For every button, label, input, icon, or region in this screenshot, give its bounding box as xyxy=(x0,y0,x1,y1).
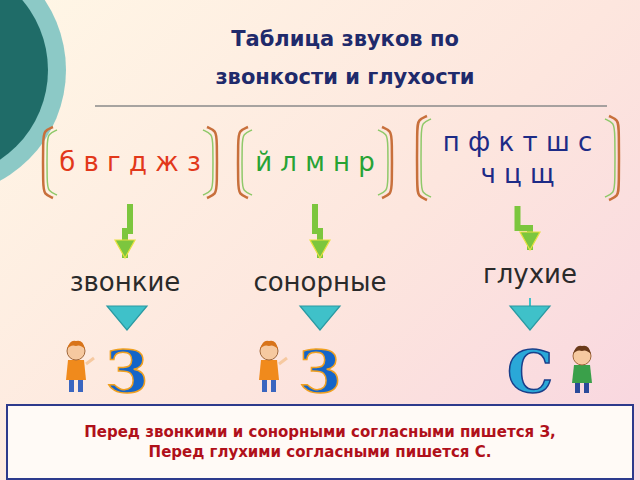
letter-text: С xyxy=(507,338,553,406)
arrow-head xyxy=(510,306,550,330)
letter-group: б в г д ж з xyxy=(40,125,220,200)
title-rule xyxy=(95,105,607,107)
deco-circle xyxy=(0,0,48,178)
child-figure xyxy=(572,346,592,393)
pointer-triangle xyxy=(510,298,550,330)
node-text: звонкие xyxy=(70,267,181,297)
letter-text: З xyxy=(106,338,148,406)
bracket-stroke xyxy=(378,130,388,195)
letter-text: З xyxy=(299,338,341,406)
node-text: б в г д ж з xyxy=(59,146,201,179)
child-figure xyxy=(66,341,94,392)
group-label: глухие xyxy=(460,254,600,294)
bracket-stroke xyxy=(242,130,252,195)
bracket-stroke xyxy=(421,119,431,197)
node-text: п ф к т ш с ч ц щ xyxy=(432,126,604,191)
group-label: сонорные xyxy=(238,262,402,302)
bracket-stroke xyxy=(605,119,615,197)
arrow-head xyxy=(300,306,340,330)
arrow-head xyxy=(310,240,330,258)
down-arrow xyxy=(115,204,135,258)
node-text: й л м н р xyxy=(255,146,375,179)
rule-text: Перед звонкими и сонорными согласными пи… xyxy=(84,422,556,442)
letter-badge: З xyxy=(95,334,159,410)
bracket-stroke xyxy=(203,130,213,195)
letter-badge: З xyxy=(288,334,352,410)
rule-text: Перед глухими согласными пишется С. xyxy=(149,442,492,462)
down-arrow xyxy=(518,206,541,250)
deco-ring xyxy=(0,0,66,196)
rule-box: Перед звонкими и сонорными согласными пи… xyxy=(6,404,634,480)
arrow-head xyxy=(115,240,135,258)
arrow-head xyxy=(520,232,540,250)
arrow-head xyxy=(107,306,147,330)
node-text: глухие xyxy=(483,259,577,289)
bracket-stroke xyxy=(47,130,57,195)
diagram-title: Таблица звуков по звонкости и глухости xyxy=(200,20,490,96)
pointer-triangle xyxy=(107,306,147,330)
letter-group: й л м н р xyxy=(235,125,395,200)
letter-group: п ф к т ш с ч ц щ xyxy=(414,114,622,202)
node-text: сонорные xyxy=(253,267,386,297)
group-label: звонкие xyxy=(50,262,200,302)
child-figure xyxy=(259,341,287,392)
letter-badge: С xyxy=(498,334,562,410)
pointer-triangle xyxy=(300,306,340,330)
down-arrow xyxy=(310,204,330,258)
